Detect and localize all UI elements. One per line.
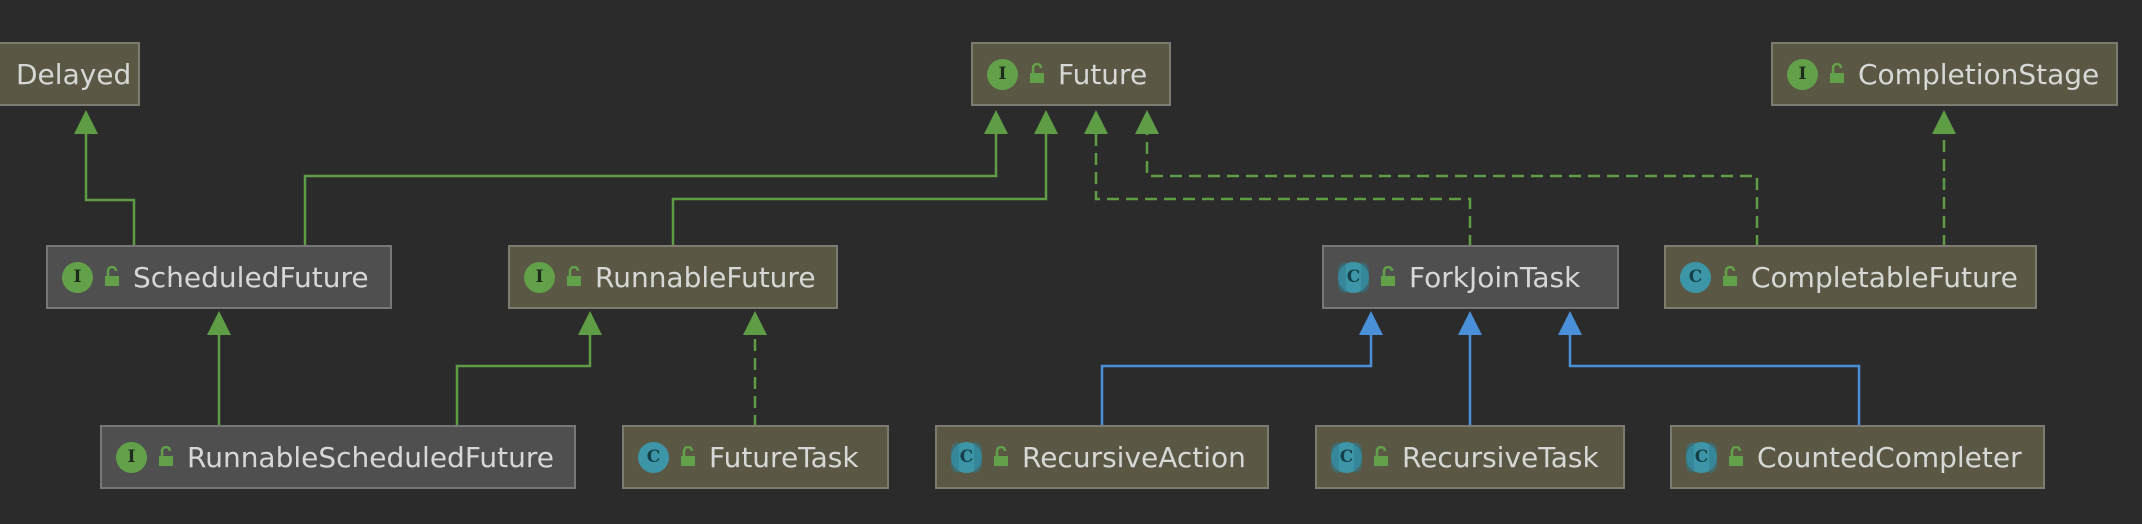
- node-scheduled-future[interactable]: I ScheduledFuture: [46, 245, 392, 309]
- arrowhead-future-2: [1034, 110, 1058, 134]
- arrowhead-runnable-future-1: [578, 311, 602, 335]
- arrowhead-future-1: [984, 110, 1008, 134]
- arrowhead-future-4: [1135, 110, 1159, 134]
- interface-icon: I: [62, 261, 93, 293]
- node-future-task-label: FutureTask: [709, 440, 859, 474]
- unlocked-icon: [1729, 446, 1743, 466]
- unlocked-icon: [1381, 266, 1395, 286]
- node-recursive-action[interactable]: C RecursiveAction: [935, 425, 1269, 489]
- node-completion-stage-label: CompletionStage: [1858, 57, 2100, 91]
- node-runnable-scheduled-future[interactable]: I RunnableScheduledFuture: [100, 425, 576, 489]
- unlocked-icon: [1830, 63, 1844, 83]
- arrowhead-delayed: [74, 110, 98, 134]
- node-completion-stage[interactable]: I CompletionStage: [1771, 42, 2118, 106]
- node-counted-completer-label: CountedCompleter: [1757, 440, 2022, 474]
- node-recursive-task[interactable]: C RecursiveTask: [1315, 425, 1625, 489]
- abstract-class-icon: C: [1331, 441, 1362, 473]
- node-fork-join-task-label: ForkJoinTask: [1409, 260, 1581, 294]
- interface-icon: I: [987, 58, 1018, 90]
- arrowhead-fork-join-task-1: [1359, 311, 1383, 335]
- node-future-task[interactable]: C FutureTask: [622, 425, 889, 489]
- unlocked-icon: [105, 266, 119, 286]
- node-fork-join-task[interactable]: C ForkJoinTask: [1322, 245, 1619, 309]
- interface-icon: I: [524, 261, 555, 293]
- node-completable-future-label: CompletableFuture: [1751, 260, 2018, 294]
- arrowhead-runnable-future-2: [743, 311, 767, 335]
- edge-recursive-action-to-fork-join-task: [1100, 335, 1373, 427]
- unlocked-icon: [994, 446, 1008, 466]
- edge-scheduled-future-to-delayed: [84, 134, 136, 247]
- node-delayed[interactable]: Delayed: [0, 42, 140, 106]
- abstract-class-icon: C: [1338, 261, 1369, 293]
- node-recursive-task-label: RecursiveTask: [1402, 440, 1599, 474]
- edge-runnable-future-to-future: [671, 134, 1048, 247]
- node-scheduled-future-label: ScheduledFuture: [133, 260, 369, 294]
- unlocked-icon: [567, 266, 581, 286]
- unlocked-icon: [1723, 266, 1737, 286]
- unlocked-icon: [681, 446, 695, 466]
- node-runnable-scheduled-future-label: RunnableScheduledFuture: [187, 440, 554, 474]
- node-future[interactable]: I Future: [971, 42, 1171, 106]
- arrowhead-future-3: [1084, 110, 1108, 134]
- abstract-class-icon: C: [1686, 441, 1717, 473]
- interface-icon: I: [116, 441, 147, 473]
- arrowhead-fork-join-task-3: [1558, 311, 1582, 335]
- edge-counted-completer-to-fork-join-task: [1568, 335, 1861, 427]
- edge-runnable-scheduled-future-to-runnable-future: [455, 335, 592, 427]
- arrowhead-fork-join-task-2: [1458, 311, 1482, 335]
- unlocked-icon: [1030, 63, 1044, 83]
- edge-fork-join-task-to-future: [1094, 134, 1472, 247]
- node-runnable-future-label: RunnableFuture: [595, 260, 816, 294]
- abstract-class-icon: C: [951, 441, 982, 473]
- unlocked-icon: [1374, 446, 1388, 466]
- node-delayed-label: Delayed: [16, 57, 132, 91]
- node-completable-future[interactable]: C CompletableFuture: [1664, 245, 2037, 309]
- interface-icon: I: [1787, 58, 1818, 90]
- edge-scheduled-future-to-future: [303, 134, 998, 247]
- node-recursive-action-label: RecursiveAction: [1022, 440, 1246, 474]
- unlocked-icon: [159, 446, 173, 466]
- class-icon: C: [1680, 261, 1711, 293]
- node-runnable-future[interactable]: I RunnableFuture: [508, 245, 838, 309]
- class-icon: C: [638, 441, 669, 473]
- arrowhead-completion-stage: [1932, 110, 1956, 134]
- edge-completable-future-to-future: [1145, 134, 1759, 247]
- arrowhead-scheduled-future: [207, 311, 231, 335]
- node-counted-completer[interactable]: C CountedCompleter: [1670, 425, 2045, 489]
- node-future-label: Future: [1058, 57, 1148, 91]
